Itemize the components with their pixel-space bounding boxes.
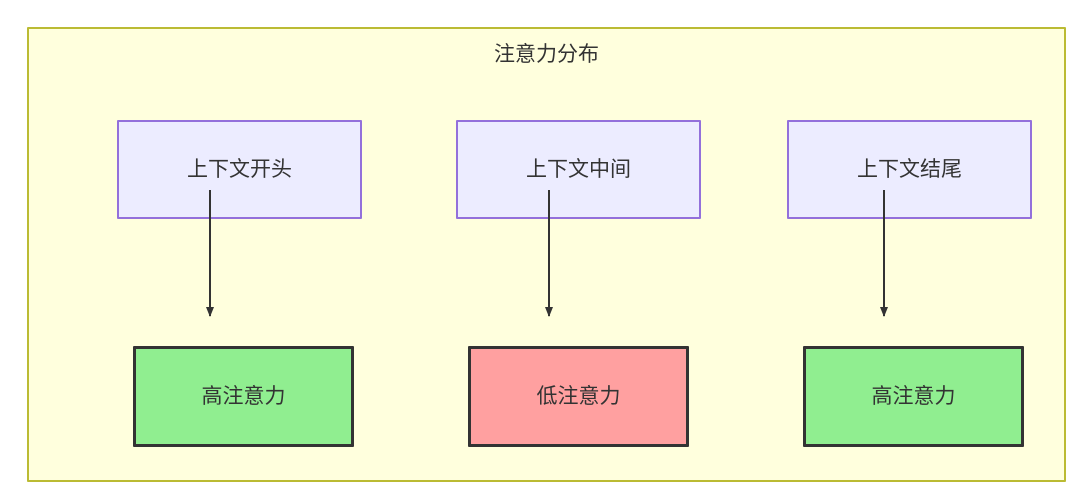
node-ctx-end[interactable]: 上下文结尾 [787,120,1032,219]
node-attn-low-middle[interactable]: 低注意力 [468,346,689,447]
node-attn-high-start-label: 高注意力 [201,384,286,408]
node-attn-low-middle-label: 低注意力 [536,384,621,408]
attention-distribution-subgraph: 注意力分布 上下文开头 上下文中间 上下文结尾 高注意力 低注意力 高注意力 [27,27,1066,482]
node-ctx-middle[interactable]: 上下文中间 [456,120,701,219]
node-ctx-end-label: 上下文结尾 [857,157,962,181]
node-ctx-start[interactable]: 上下文开头 [117,120,362,219]
diagram-title: 注意力分布 [494,43,599,66]
node-attn-high-end[interactable]: 高注意力 [803,346,1024,447]
node-ctx-start-label: 上下文开头 [187,157,292,181]
node-ctx-middle-label: 上下文中间 [526,157,631,181]
node-attn-high-start[interactable]: 高注意力 [133,346,354,447]
node-attn-high-end-label: 高注意力 [871,384,956,408]
